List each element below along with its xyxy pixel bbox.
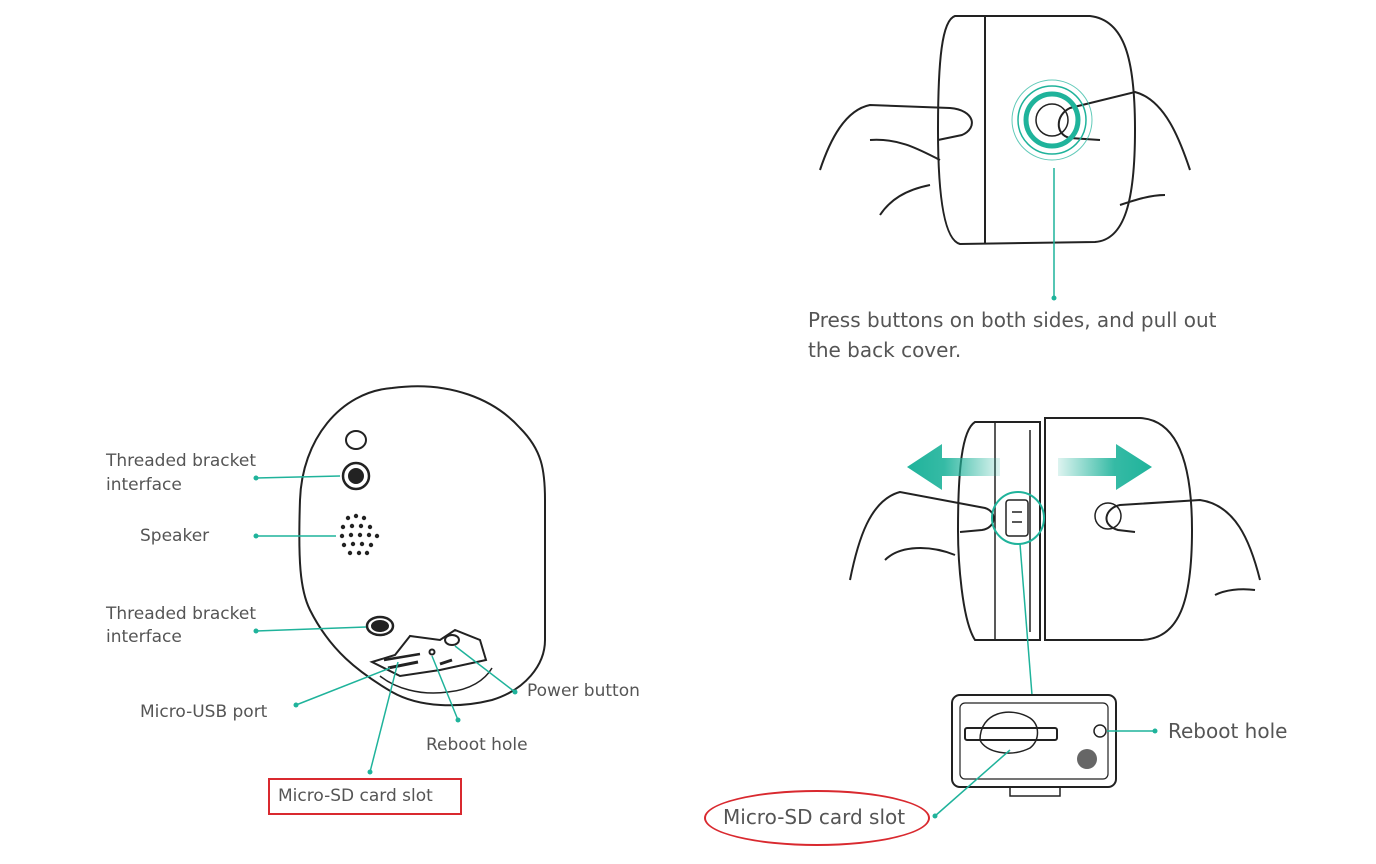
label-threaded-bracket-bottom-line2: interface xyxy=(106,627,182,647)
micro-sd-slot xyxy=(383,652,421,662)
side-button xyxy=(1094,502,1122,530)
camera-front-half xyxy=(956,421,1041,641)
hand-left-bottom xyxy=(849,490,995,581)
hand-right-bottom xyxy=(1105,498,1261,596)
micro-sd-highlight-box xyxy=(268,778,462,815)
reboot-hole-dot xyxy=(428,648,436,656)
bottom-cover-lip xyxy=(379,667,493,694)
camera-back-view xyxy=(298,385,546,707)
label-micro-usb-port: Micro-USB port xyxy=(140,702,268,722)
sd-slot-highlight-circle xyxy=(991,491,1045,545)
label-threaded-bracket-bottom-line1: Threaded bracket xyxy=(106,604,257,624)
zoom-connector-line xyxy=(1019,543,1033,696)
zoom-card-slot xyxy=(979,711,1039,754)
label-reboot-hole-left: Reboot hole xyxy=(426,735,528,755)
micro-sd-highlight-ellipse xyxy=(704,790,930,846)
speaker-grille xyxy=(339,513,380,556)
power-button-knob xyxy=(444,634,460,646)
zoom-power-dot xyxy=(1077,749,1097,769)
top-leader-line xyxy=(1051,168,1057,301)
camera-top-hole xyxy=(345,430,367,450)
micro-usb-slot xyxy=(387,660,419,670)
label-micro-sd-right: Micro-SD card slot xyxy=(723,805,906,829)
right-leader-lines xyxy=(932,728,1158,819)
sd-slot-detail xyxy=(1005,499,1029,537)
instruction-text-line2: the back cover. xyxy=(808,338,962,362)
instruction-text-line1: Press buttons on both sides, and pull ou… xyxy=(808,308,1217,332)
bottom-panel-outline xyxy=(369,628,488,678)
press-button-ripple xyxy=(1011,79,1093,161)
power-button-shape xyxy=(439,658,453,666)
zoom-bottom-clip xyxy=(1009,787,1061,797)
label-power-button: Power button xyxy=(527,681,640,701)
press-button xyxy=(1035,103,1069,137)
left-leader-lines xyxy=(253,475,518,775)
label-threaded-bracket-top-line2: interface xyxy=(106,475,182,495)
arrow-pull-right xyxy=(1058,444,1152,490)
camera-side-view-top xyxy=(819,15,1191,246)
camera-side-view-bottom xyxy=(849,417,1261,641)
label-speaker: Speaker xyxy=(140,526,210,546)
arrow-pull-left xyxy=(907,444,1000,490)
threaded-bracket-bottom xyxy=(365,615,395,637)
hand-left-top xyxy=(819,103,973,216)
threaded-bracket-top xyxy=(341,461,371,491)
label-micro-sd-left: Micro-SD card slot xyxy=(278,786,433,806)
camera-back-half xyxy=(1044,417,1194,641)
camera-top-body xyxy=(936,15,1137,246)
label-threaded-bracket-top-line1: Threaded bracket xyxy=(106,451,257,471)
zoom-detail-box xyxy=(951,694,1117,797)
camera-body-outline xyxy=(298,385,546,707)
hand-right-top xyxy=(1057,90,1191,206)
label-reboot-hole-right: Reboot hole xyxy=(1168,719,1288,743)
zoom-reboot-hole xyxy=(1093,724,1107,738)
